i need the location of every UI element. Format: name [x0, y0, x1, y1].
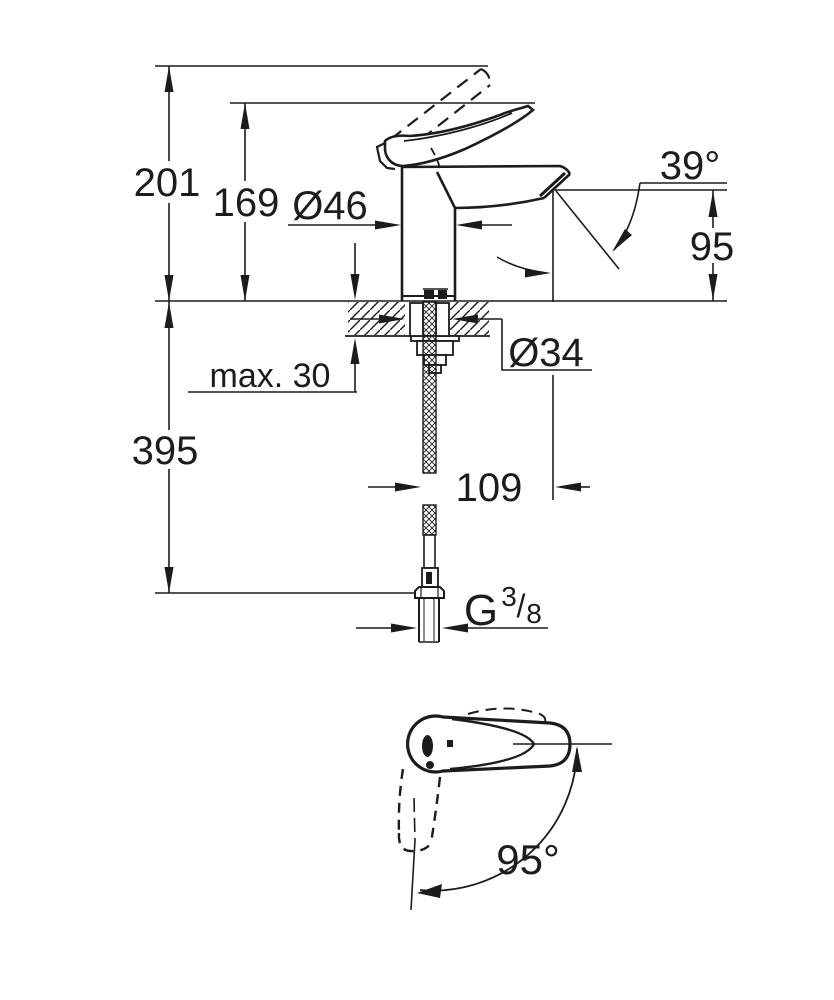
dimension-lines [155, 65, 727, 629]
label-handle-swivel: 95° [496, 836, 560, 883]
label-spout-angle: 39° [660, 144, 721, 188]
label-spout-height: 95 [690, 225, 735, 269]
handle-envelope-dashed [467, 707, 547, 725]
label-height-total: 201 [134, 161, 201, 205]
label-thread-slash: / [517, 588, 526, 624]
knob-mark-square [447, 740, 453, 747]
handle-top-view [405, 714, 572, 774]
handle-raised-dashed [390, 67, 492, 153]
handle-rotated-dashed [397, 768, 442, 853]
front-view [375, 67, 572, 301]
label-height-handle: 169 [213, 181, 280, 225]
faucet-body [400, 164, 572, 301]
base-seal-left [424, 290, 434, 299]
hose-tube [423, 534, 436, 569]
swivel-centerline-rotated [410, 839, 416, 911]
handle-lever [383, 104, 536, 168]
swivel-centerline-rotated-dashed [413, 797, 416, 841]
dimension-labels: 201 169 Ø46 39° 95 max. 30 Ø34 395 109 G… [132, 144, 735, 883]
handle-accent-line [403, 112, 513, 142]
label-shank-diameter: Ø34 [508, 331, 584, 375]
label-hose-length: 395 [132, 429, 199, 473]
knob-mark-dot [426, 761, 434, 769]
knob-mark-large [422, 735, 433, 757]
swivel-arc-arrow-top [572, 746, 582, 772]
hose-braid-upper [422, 301, 437, 474]
union-nut [414, 586, 445, 599]
label-thread-letter: G [464, 586, 498, 635]
hose-crimp-mark [426, 572, 432, 584]
swivel-arc [419, 748, 578, 892]
base-seal-right [438, 290, 447, 299]
label-thread-denominator: 8 [526, 598, 542, 629]
aerator-band [538, 171, 567, 198]
handle-knob-detail [375, 142, 396, 171]
dimension-arrowheads [164, 66, 718, 633]
label-body-diameter: Ø46 [292, 184, 368, 228]
hose-braid-lower [422, 504, 437, 536]
label-mount-thickness: max. 30 [210, 357, 331, 395]
flex-hose [414, 301, 445, 643]
counter-section [345, 302, 490, 374]
swivel-arc-arrow-bottom [417, 884, 442, 898]
label-thread-numerator: 3 [501, 581, 517, 612]
thread-pipe [418, 598, 440, 643]
bottom-view [397, 707, 612, 911]
label-spout-reach: 109 [456, 466, 523, 510]
